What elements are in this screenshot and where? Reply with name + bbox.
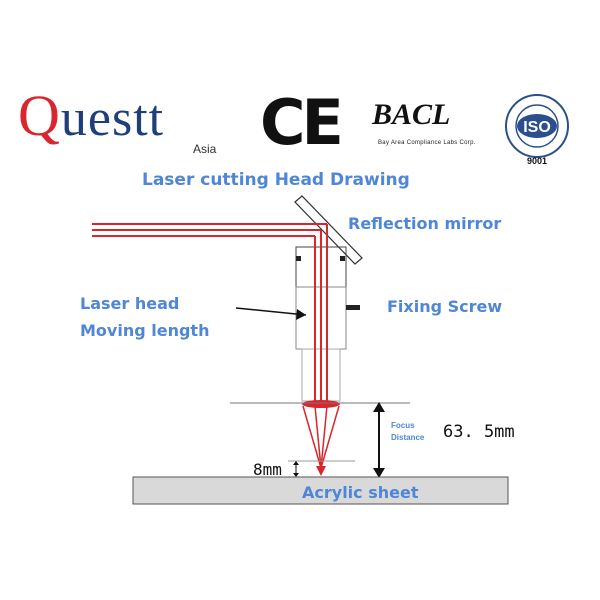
diagram-title: Laser cutting Head Drawing [142,170,410,190]
focus-lens [302,400,340,408]
questt-logo-q: Q [18,83,61,148]
fixing-screw-label: Fixing Screw [387,297,503,316]
questt-logo-word: uestt [60,90,165,147]
reflection-mirror-label: Reflection mirror [348,214,502,233]
focus-distance-value: 63. 5mm [443,422,515,442]
focus-label-line2: Distance [391,433,425,442]
ce-mark-logo: CE [260,86,344,159]
focus-point-arrow [316,466,326,476]
iso-seal-icon: ISO 9001 [505,94,569,166]
focus-distance-label: Focus Distance [391,420,424,444]
bacl-logo-sub: Bay Area Compliance Labs Corp. [378,140,476,146]
iso-number: 9001 [527,156,547,166]
fixing-screw-icon [346,305,360,310]
focus-label-line1: Focus [391,421,415,430]
gap-value: 8mm [253,460,282,479]
acrylic-sheet-label: Acrylic sheet [302,483,419,502]
head-marker-left [296,256,301,261]
questt-logo: Questt [18,82,164,149]
laser-head-pointer-arrow [235,307,307,316]
iso-9001-logo: ISO 9001 [497,92,577,167]
bacl-logo: BACL [372,98,451,131]
questt-logo-sub: Asia [193,142,217,156]
acrylic-sheet [132,476,509,505]
iso-text: ISO [523,119,551,136]
moving-length-label: Moving length [80,321,210,340]
head-marker-right [340,256,345,261]
laser-head-label: Laser head [80,294,180,313]
